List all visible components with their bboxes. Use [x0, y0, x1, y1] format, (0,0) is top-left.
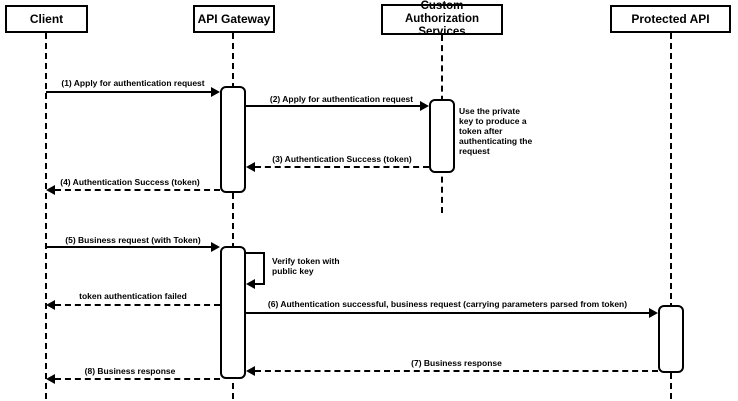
- note-private-key: Use the private key to produce a token a…: [459, 106, 533, 156]
- participant-label: Client: [29, 11, 64, 26]
- arrowhead-left-icon: [46, 185, 55, 195]
- arrowhead-left-icon: [246, 162, 255, 172]
- message-line-5: [46, 246, 211, 248]
- message-line-8: [55, 378, 220, 380]
- arrowhead-left-icon: [246, 366, 255, 376]
- lifeline-client: [45, 33, 47, 399]
- message-line-6: [246, 312, 649, 314]
- lifeline-api-gateway: [232, 33, 234, 399]
- arrowhead-right-icon: [420, 101, 429, 111]
- activation-protected-api: [658, 305, 684, 373]
- participant-label: Protected API: [631, 11, 710, 26]
- arrowhead-right-icon: [211, 87, 220, 97]
- message-line-token-failed: [55, 304, 220, 306]
- self-message-label: Verify token with public key: [272, 256, 340, 276]
- arrowhead-left-icon: [46, 374, 55, 384]
- message-label-8: (8) Business response: [84, 366, 176, 376]
- message-line-7: [255, 370, 658, 372]
- message-label-6: (6) Authentication successful, business …: [267, 299, 628, 309]
- participant-label: API Gateway: [197, 11, 271, 26]
- activation-custom-auth-services: [429, 99, 455, 173]
- lifeline-protected-api: [670, 33, 672, 399]
- arrowhead-left-icon: [246, 279, 255, 289]
- participant-api-gateway: API Gateway: [193, 5, 275, 33]
- arrowhead-right-icon: [211, 242, 220, 252]
- arrowhead-left-icon: [46, 300, 55, 310]
- message-line-3: [255, 166, 429, 168]
- message-label-7: (7) Business response: [411, 358, 502, 368]
- self-message-right-line: [263, 252, 265, 284]
- self-message-bottom-line: [252, 283, 265, 285]
- participant-protected-api: Protected API: [610, 5, 731, 33]
- message-label-2: (2) Apply for authentication request: [269, 94, 414, 104]
- message-line-4: [55, 189, 220, 191]
- self-message-top-line: [246, 252, 265, 254]
- message-label-5: (5) Business request (with Token): [65, 235, 201, 245]
- arrowhead-right-icon: [649, 308, 658, 318]
- message-label-3: (3) Authentication Success (token): [272, 154, 412, 164]
- participant-client: Client: [5, 5, 88, 33]
- message-label-token-failed: token authentication failed: [79, 291, 187, 301]
- message-line-1: [46, 91, 211, 93]
- message-label-1: (1) Apply for authentication request: [61, 78, 205, 88]
- activation-api-gateway-auth: [220, 86, 246, 193]
- message-label-4: (4) Authentication Success (token): [60, 177, 200, 187]
- activation-api-gateway-business: [220, 246, 246, 379]
- participant-label: Custom Authorization Services: [404, 0, 480, 38]
- participant-custom-authorization-services: Custom Authorization Services: [381, 0, 503, 38]
- message-line-2: [246, 105, 420, 107]
